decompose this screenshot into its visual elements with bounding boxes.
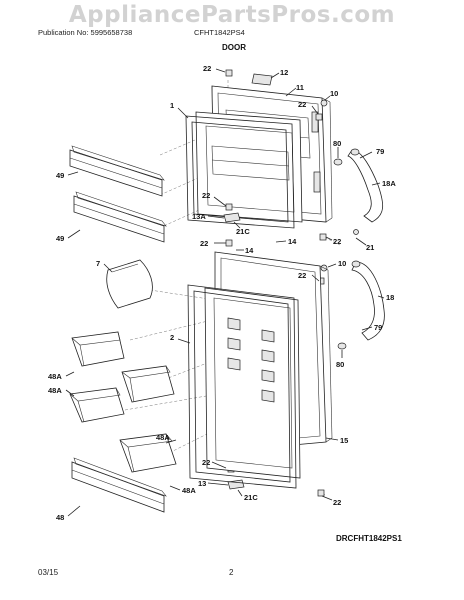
upper-door-gasket (185, 115, 295, 229)
screw-22-right (315, 113, 323, 121)
callout-labels: 22 12 11 1 10 22 80 79 49 18A 22 49 13A … (48, 64, 402, 543)
callout-18A: 18A (382, 179, 396, 188)
callout-80: 80 (336, 360, 344, 369)
callout-22: 22 (203, 64, 211, 73)
callout-1: 1 (170, 101, 174, 110)
lower-door-liner (204, 287, 301, 479)
screw-22-lower-right (319, 233, 327, 241)
callout-2: 2 (170, 333, 174, 342)
callout-10: 10 (338, 259, 346, 268)
screw-22-hinge (225, 239, 233, 247)
callout-21C: 21C (236, 227, 250, 236)
callout-49: 49 (56, 171, 64, 180)
callout-22: 22 (202, 458, 210, 467)
dairy-compartment-door (106, 259, 153, 309)
callout-22: 22 (202, 191, 210, 200)
callout-14: 14 (245, 246, 254, 255)
callout-22: 22 (333, 237, 341, 246)
diagram-code: DRCFHT1842PS1 (336, 534, 402, 543)
section-title: DOOR (222, 43, 246, 52)
upper-door-bin-top (69, 145, 165, 197)
lower-door-gasket (187, 284, 297, 489)
callout-13: 13 (198, 479, 206, 488)
callout-21C: 21C (244, 493, 258, 502)
callout-14: 14 (288, 237, 297, 246)
callout-22: 22 (298, 271, 306, 280)
callout-21: 21 (366, 243, 374, 252)
publication-number: Publication No: 5995658738 (38, 28, 133, 37)
plug-80-bottom (337, 342, 347, 350)
lower-door-handle (351, 260, 385, 341)
upper-door-handle (347, 148, 384, 223)
hinge-pin-10-top (320, 99, 328, 107)
callout-48: 48 (56, 513, 64, 522)
leader-lines (65, 68, 385, 517)
callout-22: 22 (200, 239, 208, 248)
upper-door-liner (195, 111, 303, 223)
callout-48A: 48A (182, 486, 196, 495)
callout-79: 79 (376, 147, 384, 156)
screw-22-mid (225, 203, 233, 211)
callout-49: 49 (56, 234, 64, 243)
screw-22-top (225, 69, 233, 77)
callout-13A: 13A (192, 212, 206, 221)
callout-15: 15 (340, 436, 348, 445)
callout-80: 80 (333, 139, 341, 148)
plug-80-top (333, 158, 343, 166)
callout-48A: 48A (48, 386, 62, 395)
screw-21 (353, 229, 359, 235)
callout-48A: 48A (156, 433, 170, 442)
callout-7: 7 (96, 259, 100, 268)
door-bin-48A-lower-right (119, 433, 177, 473)
callout-79: 79 (374, 323, 382, 332)
door-bin-48A-lower-left (69, 387, 125, 423)
door-bin-48-bottom (71, 457, 167, 513)
upper-door-bin-bottom (73, 191, 167, 243)
callout-48A: 48A (48, 372, 62, 381)
callout-22: 22 (333, 498, 341, 507)
hinge-cover (251, 73, 273, 86)
callout-10: 10 (330, 89, 338, 98)
door-bin-48A-upper-right (121, 365, 175, 403)
footer-page-number: 2 (229, 568, 234, 577)
footer-date: 03/15 (38, 568, 59, 577)
screw-22-bottom-right (317, 489, 325, 497)
callout-18: 18 (386, 293, 394, 302)
callout-22: 22 (298, 100, 306, 109)
hinge-13A (223, 212, 241, 223)
model-number: CFHT1842PS4 (194, 28, 245, 37)
watermark: AppliancePartsPros.com (68, 2, 396, 28)
door-bin-48A-upper-left (71, 331, 125, 367)
callout-11: 11 (296, 83, 304, 92)
hinge-13 (227, 479, 245, 490)
callout-12: 12 (280, 68, 288, 77)
